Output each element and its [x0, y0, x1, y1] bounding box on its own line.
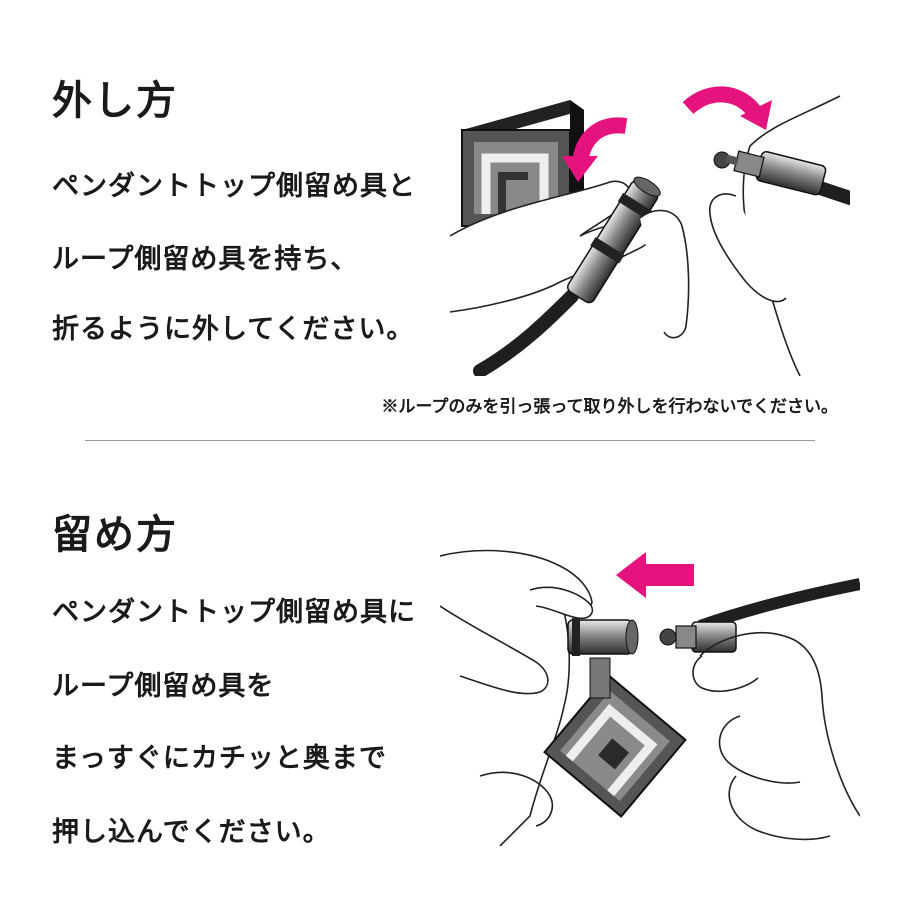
- right-finger-2: [728, 775, 831, 841]
- rotate-arrow-right-icon: [682, 86, 763, 119]
- removal-instruction-line-1: ペンダントトップ側留め具と: [52, 171, 416, 202]
- right-hand-outline: [742, 95, 841, 376]
- removal-warning-note: ※ループのみを引っ張って取り外しを行わないでください。: [381, 397, 838, 417]
- right-finger: [709, 193, 787, 303]
- left-finger: [639, 209, 690, 339]
- rotate-arrow-left-head-icon: [562, 156, 598, 182]
- pendant-side-clasp: [567, 176, 661, 304]
- pendant-plate: [543, 674, 687, 818]
- removal-section: 外し方 ペンダントトップ側留め具と ループ側留め具を持ち、 折るように外してくだ…: [0, 0, 900, 440]
- attach-section: 留め方 ペンダントトップ側留め具に ループ側留め具を まっすぐにカチッと奥まで …: [0, 450, 900, 900]
- left-index-finger: [529, 586, 594, 620]
- removal-illustration: [440, 86, 850, 376]
- right-thumb: [692, 655, 759, 693]
- section-divider: [85, 440, 815, 441]
- left-finger: [479, 771, 554, 827]
- attach-instruction-line-4: 押し込んでください。: [52, 817, 331, 848]
- attach-illustration-svg: [440, 549, 860, 846]
- cord-right: [698, 578, 860, 632]
- attach-instruction-line-1: ペンダントトップ側留め具に: [52, 597, 416, 628]
- right-hand-outline: [699, 632, 860, 817]
- removal-instruction-line-3: 折るように外してください。: [52, 314, 415, 345]
- left-thumb: [440, 605, 549, 695]
- cord-left: [473, 289, 579, 376]
- attach-heading: 留め方: [52, 511, 178, 558]
- attach-illustration: [440, 546, 860, 846]
- pendant-bail: [589, 657, 611, 699]
- removal-instruction-line-2: ループ側留め具を持ち、: [52, 244, 359, 275]
- loop-side-clasp: [713, 150, 850, 205]
- pendant-side-clasp: [567, 618, 639, 656]
- push-arrow-left-icon: [616, 552, 646, 598]
- loop-side-clasp: [659, 621, 737, 653]
- removal-heading: 外し方: [52, 77, 178, 124]
- rotate-arrow-right-head-icon: [740, 100, 772, 130]
- attach-instruction-line-3: まっすぐにカチッと奥まで: [52, 743, 387, 774]
- right-finger-1: [718, 715, 801, 784]
- removal-illustration-svg: [449, 86, 850, 376]
- push-arrow-shaft-icon: [642, 564, 694, 586]
- attach-instruction-line-2: ループ側留め具を: [52, 671, 275, 702]
